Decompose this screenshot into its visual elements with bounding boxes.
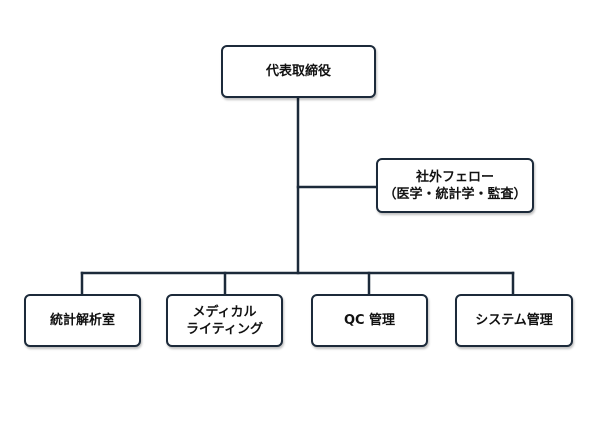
stat-label: 統計解析室	[49, 313, 115, 328]
ceo-box: 代表取締役	[221, 45, 376, 98]
system-management-box: システム管理	[455, 294, 573, 347]
system-label: システム管理	[475, 313, 553, 328]
outside-fellow-box: 社外フェロー （医学・統計学・監査）	[376, 158, 534, 213]
fellow-label: 社外フェロー	[415, 169, 494, 185]
fellow-fields-label: （医学・統計学・監査）	[383, 186, 527, 202]
statistical-analysis-box: 統計解析室	[24, 294, 141, 347]
qc-management-box: QC 管理	[311, 294, 428, 347]
medical-label-line1: メディカル	[192, 304, 257, 320]
medical-label-line2: ライティング	[186, 321, 263, 337]
medical-writing-box: メディカル ライティング	[166, 294, 283, 347]
qc-label: QC 管理	[343, 313, 396, 328]
ceo-label: 代表取締役	[265, 64, 331, 79]
